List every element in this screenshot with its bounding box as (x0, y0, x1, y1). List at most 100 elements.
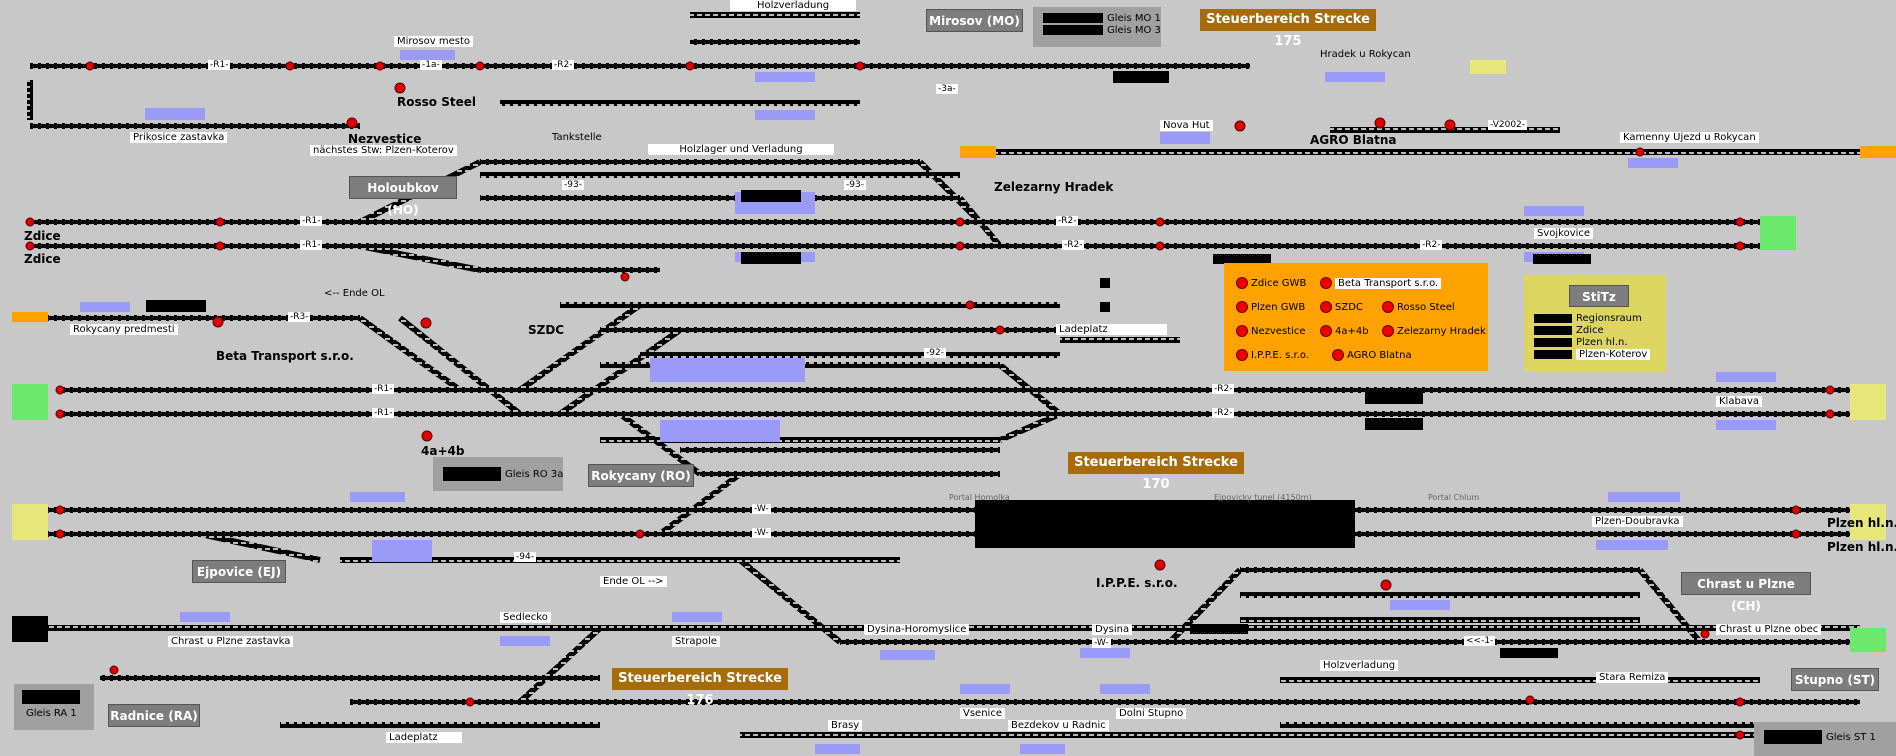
track-code-r2-top[interactable]: -R2- (552, 60, 575, 70)
operator-indicator (1332, 349, 1344, 361)
label-strapole: Strapole (672, 636, 720, 647)
gleis-ra1-label: Gleis RA 1 (26, 708, 77, 719)
stitz-label: Plzen hl.n. (1576, 337, 1628, 348)
track-code-92[interactable]: -92- (924, 348, 946, 358)
track-code-w-2[interactable]: -W- (752, 528, 771, 538)
label-zelezarny-hradek: Zelezarny Hradek (994, 180, 1114, 194)
label-dysina-horomyslice: Dysina-Horomyslice (864, 624, 970, 635)
stitz-block (1534, 325, 1572, 335)
stitz-block (1534, 337, 1572, 347)
track-code-r1-ro-1[interactable]: -R1- (372, 384, 395, 394)
operator-indicator (1382, 325, 1394, 337)
label-hradek: Hradek u Rokycan (1320, 49, 1411, 60)
label-stara-remiza: Stara Remiza (1596, 672, 1669, 683)
track-code-94[interactable]: -94- (514, 552, 536, 562)
operator-beta-transport[interactable]: Beta Transport s.r.o. (1320, 277, 1442, 289)
sector-title-176: Steuerbereich Strecke 176 (612, 668, 788, 708)
operator-indicator (1236, 349, 1248, 361)
label-prikosice: Prikosice zastavka (130, 132, 228, 143)
gleis-mo3[interactable]: Gleis MO 3 (1043, 25, 1161, 36)
gleis-mo1-label: Gleis MO 1 (1107, 13, 1161, 24)
gleis-mo1-block (1043, 13, 1103, 23)
track-code-w-3[interactable]: -W- (1092, 638, 1111, 648)
gleis-mo1[interactable]: Gleis MO 1 (1043, 13, 1161, 24)
track-code-r2-ro[interactable]: -R2- (1212, 384, 1235, 394)
area-title-holoubkov: Holoubkov (HO) (349, 176, 457, 217)
operator-plzen-gwb[interactable]: Plzen GWB (1236, 301, 1305, 313)
operator-zdice-gwb[interactable]: Zdice GWB (1236, 277, 1306, 289)
label-plzen-doubravka: Plzen-Doubravka (1592, 516, 1683, 527)
operator-zelezarny[interactable]: Zelezarny Hradek (1382, 325, 1486, 337)
operator-indicator (1236, 325, 1248, 337)
label-bezdekov: Bezdekov u Radnic (1008, 720, 1109, 731)
operator-szdc[interactable]: SZDC (1320, 301, 1363, 313)
operator-indicator (1382, 301, 1394, 313)
track-code-x1[interactable]: <<-1- (1464, 636, 1496, 646)
stitz-label: Regionsraum (1576, 313, 1642, 324)
operator-label: Zdice GWB (1251, 278, 1307, 289)
label-rosso-steel: Rosso Steel (397, 95, 476, 109)
track-code-93-a[interactable]: -93- (562, 180, 584, 190)
operator-indicator (1236, 301, 1248, 313)
track-code-r2-hol-1[interactable]: -R2- (1062, 240, 1085, 250)
label-zdice-2: Zdice (24, 252, 61, 266)
stitz-item-plzen[interactable]: Plzen hl.n. (1534, 337, 1628, 348)
stitz-block (1534, 349, 1572, 359)
operator-label: Zelezarny Hradek (1397, 326, 1486, 337)
track-code-r1-hol-2[interactable]: -R1- (300, 240, 323, 250)
track-code-r1-hol-1[interactable]: -R1- (300, 216, 323, 226)
label-plzen-hln-1: Plzen hl.n. (1827, 516, 1896, 530)
gleis-mo3-label: Gleis MO 3 (1107, 25, 1161, 36)
area-title-mirosov: Mirosov (MO) (926, 9, 1023, 32)
track-code-3a[interactable]: -3a- (936, 84, 958, 94)
operator-label: I.P.P.E. s.r.o. (1251, 350, 1309, 361)
operator-label: AGRO Blatna (1347, 350, 1412, 361)
track-code-93-b[interactable]: -93- (844, 180, 866, 190)
track-code-r3[interactable]: -R3- (288, 312, 311, 322)
track-code-r1-ro-2[interactable]: -R1- (372, 408, 395, 418)
label-ende-ol-2: Ende OL --> (600, 576, 667, 587)
gleis-ra1[interactable] (22, 690, 84, 704)
label-agro-blatna: AGRO Blatna (1310, 133, 1397, 147)
operator-rosso-steel[interactable]: Rosso Steel (1382, 301, 1455, 313)
label-beta-transport: Beta Transport s.r.o. (216, 349, 354, 363)
operator-nezvestice[interactable]: Nezvestice (1236, 325, 1306, 337)
stitz-item-koterov[interactable]: Plzen-Koterov (1534, 349, 1651, 360)
gleis-ro3a[interactable]: Gleis RO 3a (443, 467, 563, 481)
sector-title-175: Steuerbereich Strecke 175 (1200, 9, 1376, 49)
area-title-rokycany: Rokycany (RO) (588, 464, 694, 487)
operator-4a4b[interactable]: 4a+4b (1320, 325, 1369, 337)
label-ende-ol-1: <-- Ende OL (324, 288, 385, 299)
operator-ippe[interactable]: I.P.P.E. s.r.o. (1236, 349, 1309, 361)
track-code-r2-ro-b[interactable]: -R2- (1212, 408, 1235, 418)
label-dolni-stupno: Dolni Stupno (1116, 708, 1187, 719)
gleis-st1[interactable]: Gleis ST 1 (1764, 730, 1876, 744)
label-chrast-zastavka: Chrast u Plzne zastavka (168, 636, 294, 647)
track-code-1a[interactable]: -1a- (420, 60, 442, 70)
operator-label: Rosso Steel (1397, 302, 1455, 313)
track-code-r2-top-b[interactable]: -R2- (1056, 216, 1079, 226)
label-plzen-hln-2: Plzen hl.n. (1827, 540, 1896, 554)
area-title-stupno: Stupno (ST) (1791, 668, 1879, 691)
label-chrast-obec: Chrast u Plzne obec (1716, 624, 1822, 635)
label-svojkovice: Svojkovice (1534, 228, 1594, 239)
label-portal-chlum: Portal Chlum (1428, 493, 1480, 502)
track-code-w-1[interactable]: -W- (752, 504, 771, 514)
operator-label: SZDC (1335, 302, 1363, 313)
label-nezvestice: Nezvestice (348, 132, 422, 146)
operator-agro-blatna[interactable]: AGRO Blatna (1332, 349, 1412, 361)
track-code-r2-hol-2[interactable]: -R2- (1420, 240, 1443, 250)
track-code-v2002[interactable]: -V2002- (1488, 120, 1528, 130)
label-ippe: I.P.P.E. s.r.o. (1096, 576, 1178, 590)
track-code-r1-top[interactable]: -R1- (208, 60, 231, 70)
label-nova-hut: Nova Hut (1160, 120, 1213, 131)
gleis-mo3-block (1043, 25, 1103, 35)
operator-indicator (1320, 277, 1332, 289)
operator-indicator (1320, 301, 1332, 313)
label-portal-homolka: Portal Homolka (949, 493, 1010, 502)
label-mirosov-mesto: Mirosov mesto (394, 36, 473, 47)
label-zdice-1: Zdice (24, 229, 61, 243)
stitz-item-regionsraum[interactable]: Regionsraum (1534, 313, 1642, 324)
stitz-item-zdice[interactable]: Zdice (1534, 325, 1604, 336)
